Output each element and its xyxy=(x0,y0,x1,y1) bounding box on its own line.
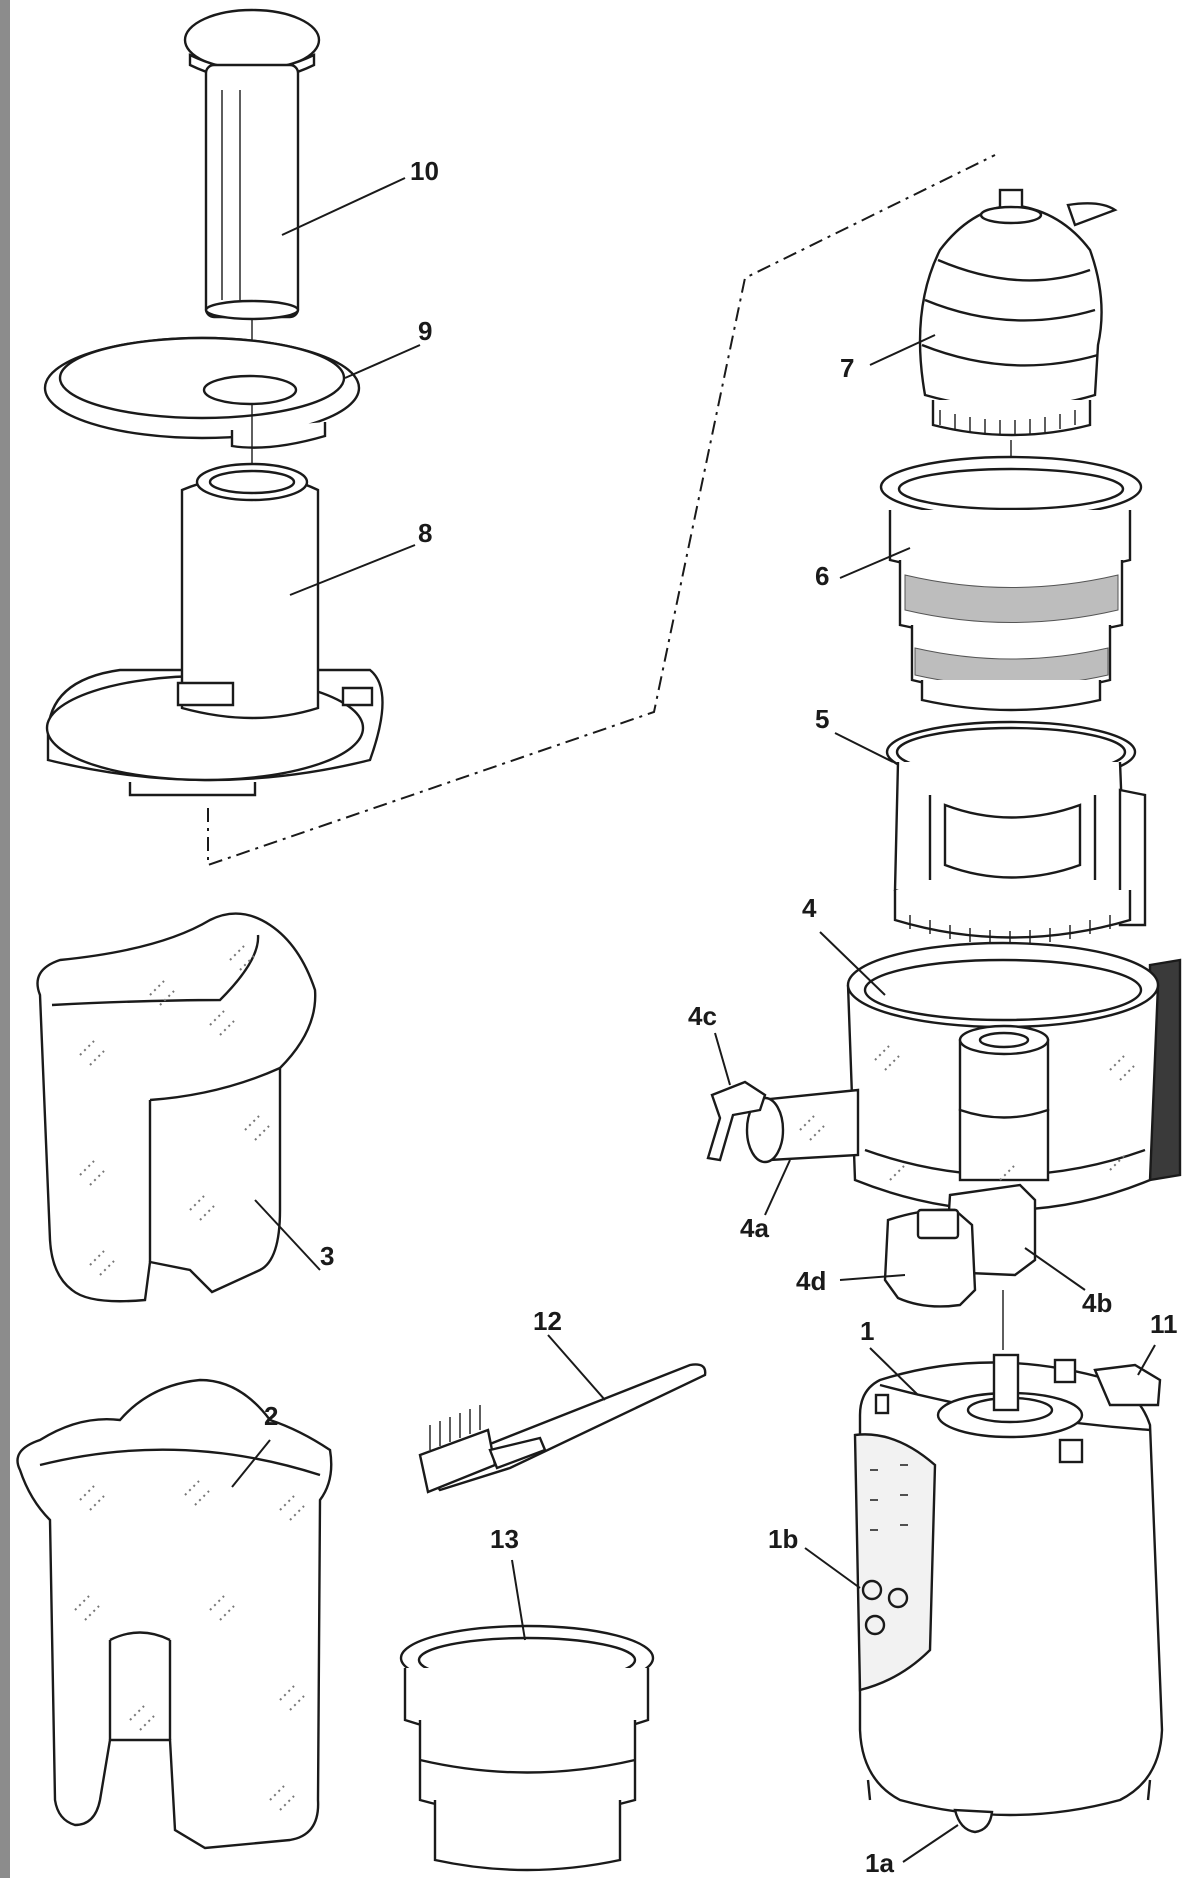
leader-10 xyxy=(281,177,406,236)
label-1a: 1a xyxy=(865,1848,894,1878)
callout-labels: 10 9 8 7 6 5 4 4c 4a 4d 4b 1 11 1b 1a 3 … xyxy=(264,156,1178,1878)
label-12: 12 xyxy=(533,1306,562,1336)
motor-base-icon xyxy=(853,1353,1164,1834)
leader-8 xyxy=(289,544,416,596)
leader-1a xyxy=(902,1824,959,1863)
pulp-container-icon xyxy=(36,912,317,1303)
leader-3 xyxy=(254,1199,321,1271)
leader-7 xyxy=(869,334,936,366)
label-5: 5 xyxy=(815,704,829,734)
label-1b: 1b xyxy=(768,1524,798,1554)
label-6: 6 xyxy=(815,561,829,591)
leader-1b xyxy=(804,1547,861,1589)
auger-icon xyxy=(918,188,1118,437)
label-4d: 4d xyxy=(796,1266,826,1296)
juicing-strainer-icon xyxy=(879,455,1143,712)
lid-tray-icon xyxy=(43,336,361,449)
sorbet-strainer-icon xyxy=(399,1624,655,1872)
label-2: 2 xyxy=(264,1401,278,1431)
left-edge-bar xyxy=(0,0,10,1878)
leader-4d xyxy=(839,1274,906,1281)
label-4a: 4a xyxy=(740,1213,769,1243)
cleaning-brush-icon xyxy=(418,1363,707,1494)
leader-11 xyxy=(1137,1344,1156,1376)
leader-5 xyxy=(834,732,894,763)
leader-4c xyxy=(714,1032,731,1086)
assembly-dashed-line xyxy=(207,154,996,867)
leader-lines xyxy=(231,177,1156,1863)
juice-container-icon xyxy=(16,1378,333,1850)
leader-13 xyxy=(511,1559,526,1641)
label-10: 10 xyxy=(410,156,439,186)
label-1: 1 xyxy=(860,1316,874,1346)
label-4b: 4b xyxy=(1082,1288,1112,1318)
leader-4 xyxy=(819,931,886,996)
feed-chute-lid-icon xyxy=(45,462,384,797)
leader-2 xyxy=(231,1439,271,1488)
label-13: 13 xyxy=(490,1524,519,1554)
pusher-icon xyxy=(183,8,321,321)
label-9: 9 xyxy=(418,316,432,346)
label-4: 4 xyxy=(802,893,817,923)
strainer-holder-icon xyxy=(885,720,1147,945)
leader-12 xyxy=(547,1334,606,1401)
label-3: 3 xyxy=(320,1241,334,1271)
label-7: 7 xyxy=(840,353,854,383)
leader-4a xyxy=(764,1159,791,1216)
label-8: 8 xyxy=(418,518,432,548)
label-4c: 4c xyxy=(688,1001,717,1031)
label-11: 11 xyxy=(1150,1309,1178,1339)
leader-6 xyxy=(839,547,911,579)
leader-9 xyxy=(344,344,421,379)
leader-1 xyxy=(869,1347,919,1396)
leader-4b xyxy=(1024,1247,1086,1291)
juicing-bowl-icon xyxy=(706,941,1182,1308)
